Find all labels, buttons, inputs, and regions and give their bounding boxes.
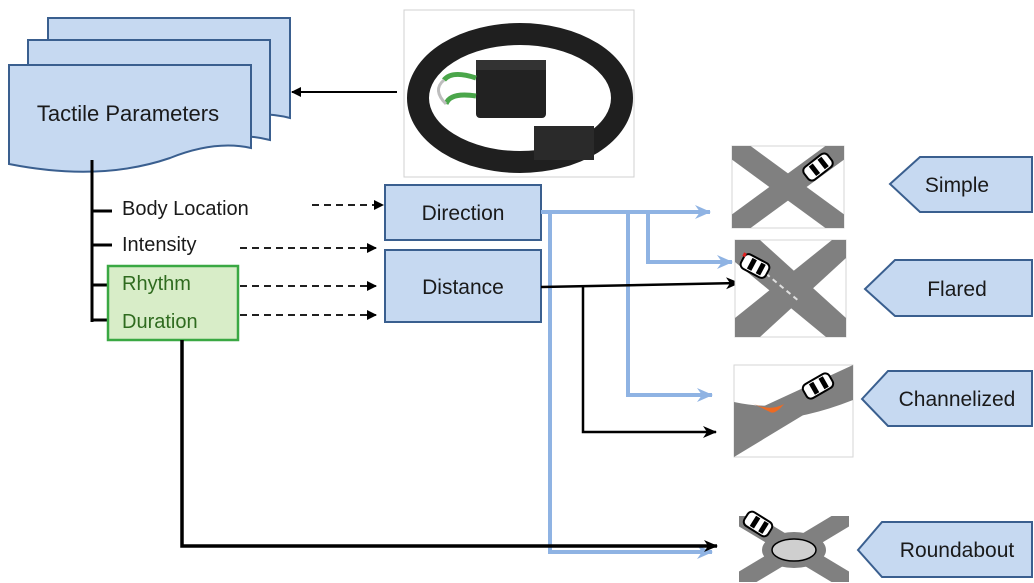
simple-label: Simple [925, 174, 989, 197]
tactile-belt-photo [403, 9, 635, 178]
direction-box [384, 184, 542, 241]
direction-connectors [541, 205, 733, 559]
distance-connectors [540, 277, 740, 438]
tactile-parameters-title: Tactile Parameters [37, 101, 219, 126]
channelized-intersection-image [733, 364, 854, 458]
param-body-location: Body Location [122, 198, 249, 220]
distance-box [384, 249, 542, 323]
flared-intersection-image [734, 239, 847, 338]
channelized-tag: Channelized [860, 370, 1033, 427]
roundabout-label: Roundabout [900, 539, 1015, 562]
param-duration: Duration [122, 311, 198, 333]
param-intensity: Intensity [122, 234, 196, 256]
direction-label: Direction [422, 202, 505, 225]
flared-tag: Flared [863, 259, 1033, 317]
tactile-parameters-stack: Tactile Parameters [8, 17, 291, 173]
flared-label: Flared [927, 278, 987, 301]
param-rhythm: Rhythm [122, 273, 191, 295]
rhythm-to-roundabout-connector [180, 340, 718, 552]
parameter-bracket [90, 160, 112, 322]
channelized-label: Channelized [899, 388, 1016, 411]
simple-intersection-image [731, 145, 845, 229]
simple-tag: Simple [888, 156, 1033, 213]
roundabout-intersection-image [739, 510, 849, 582]
roundabout-tag: Roundabout [856, 521, 1033, 578]
distance-label: Distance [422, 276, 504, 299]
rhythm-duration-box [106, 264, 240, 342]
